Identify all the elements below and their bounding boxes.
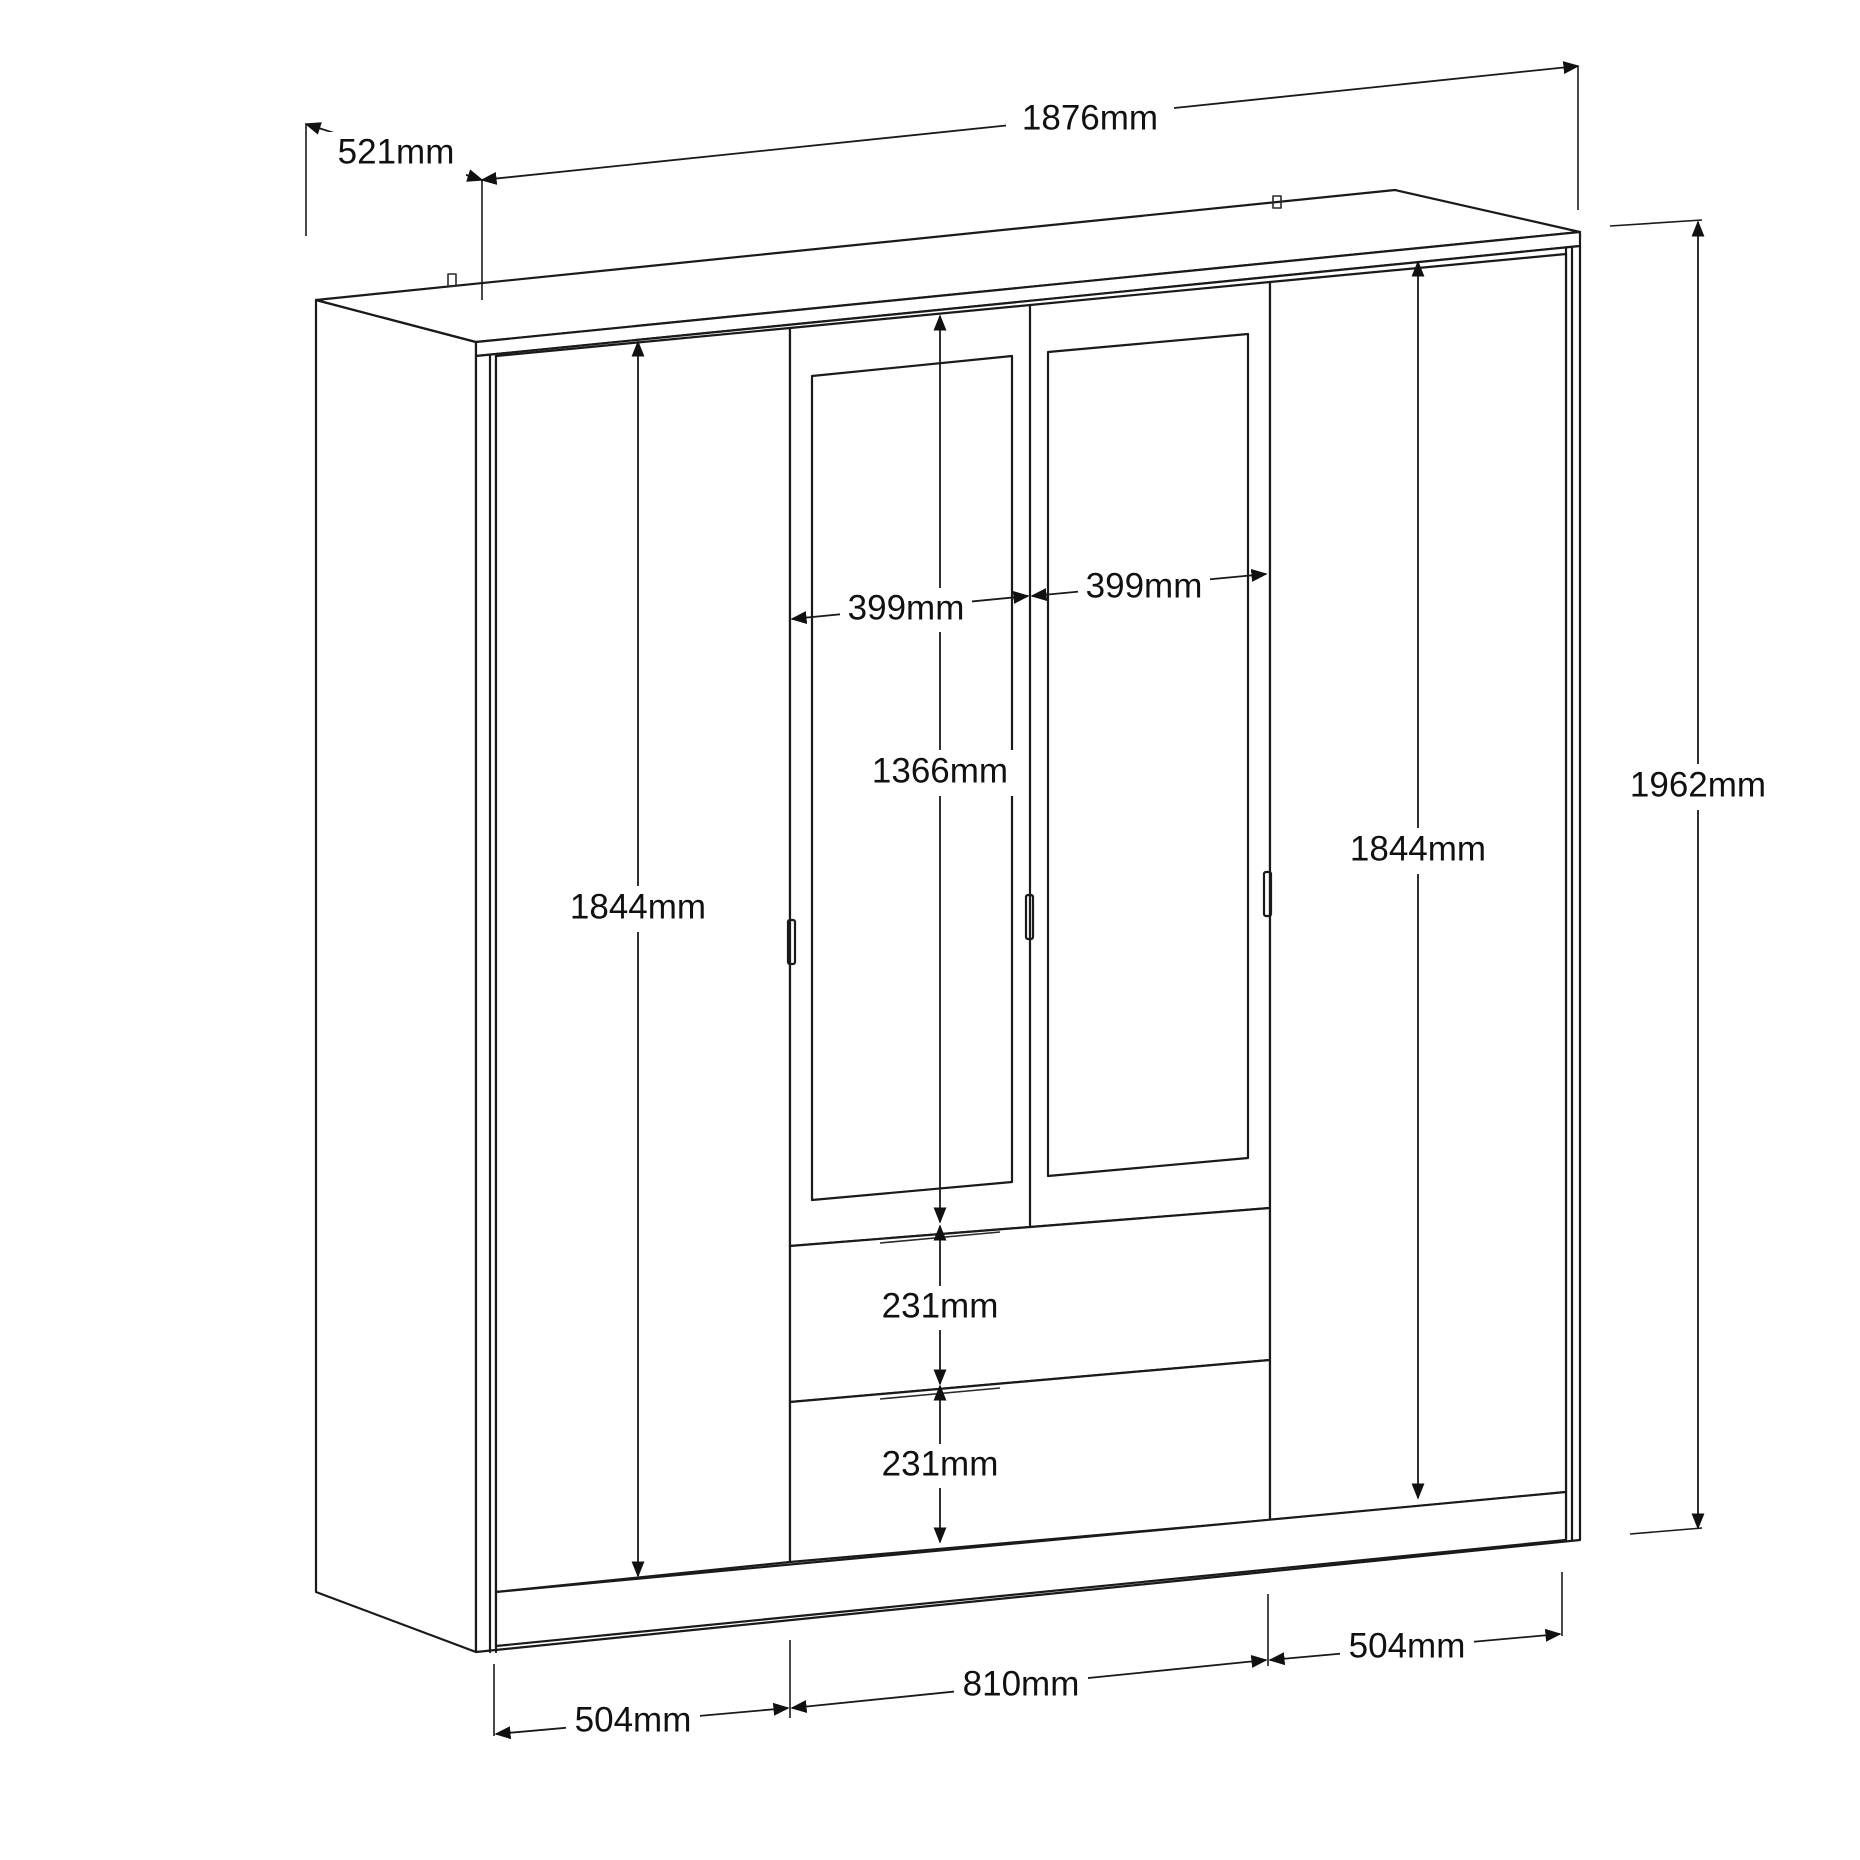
- label-overall-depth: 521mm: [338, 132, 455, 171]
- label-mirror-left-width: 399mm: [848, 588, 965, 627]
- label-bottom-right-width: 504mm: [1349, 1626, 1466, 1665]
- dimension-labels: 1876mm 521mm 1962mm 1844mm 1844mm 1366mm…: [326, 98, 1780, 1744]
- top-fitting-mark: [447, 273, 457, 287]
- label-bottom-drawer-height: 231mm: [882, 1444, 999, 1483]
- label-mirror-height: 1366mm: [872, 751, 1008, 790]
- label-overall-height: 1962mm: [1630, 765, 1766, 804]
- label-mirror-right-width: 399mm: [1086, 566, 1203, 605]
- right-mirror: [1046, 332, 1250, 1178]
- label-overall-width: 1876mm: [1022, 98, 1158, 137]
- right-door-handle: [1262, 870, 1273, 918]
- label-bottom-middle-width: 810mm: [963, 1664, 1080, 1703]
- left-side-panel: [314, 298, 478, 1654]
- label-bottom-left-width: 504mm: [575, 1700, 692, 1739]
- top-fitting-mark: [1272, 195, 1282, 209]
- left-door: [494, 326, 792, 1594]
- mirror-door-handle: [1024, 893, 1035, 941]
- left-door-handle: [786, 918, 797, 966]
- wardrobe-body: [314, 188, 1582, 1654]
- label-left-door-height: 1844mm: [570, 887, 706, 926]
- plinth: [494, 1490, 1568, 1648]
- label-top-drawer-height: 231mm: [882, 1286, 999, 1325]
- label-right-door-height: 1844mm: [1350, 829, 1486, 868]
